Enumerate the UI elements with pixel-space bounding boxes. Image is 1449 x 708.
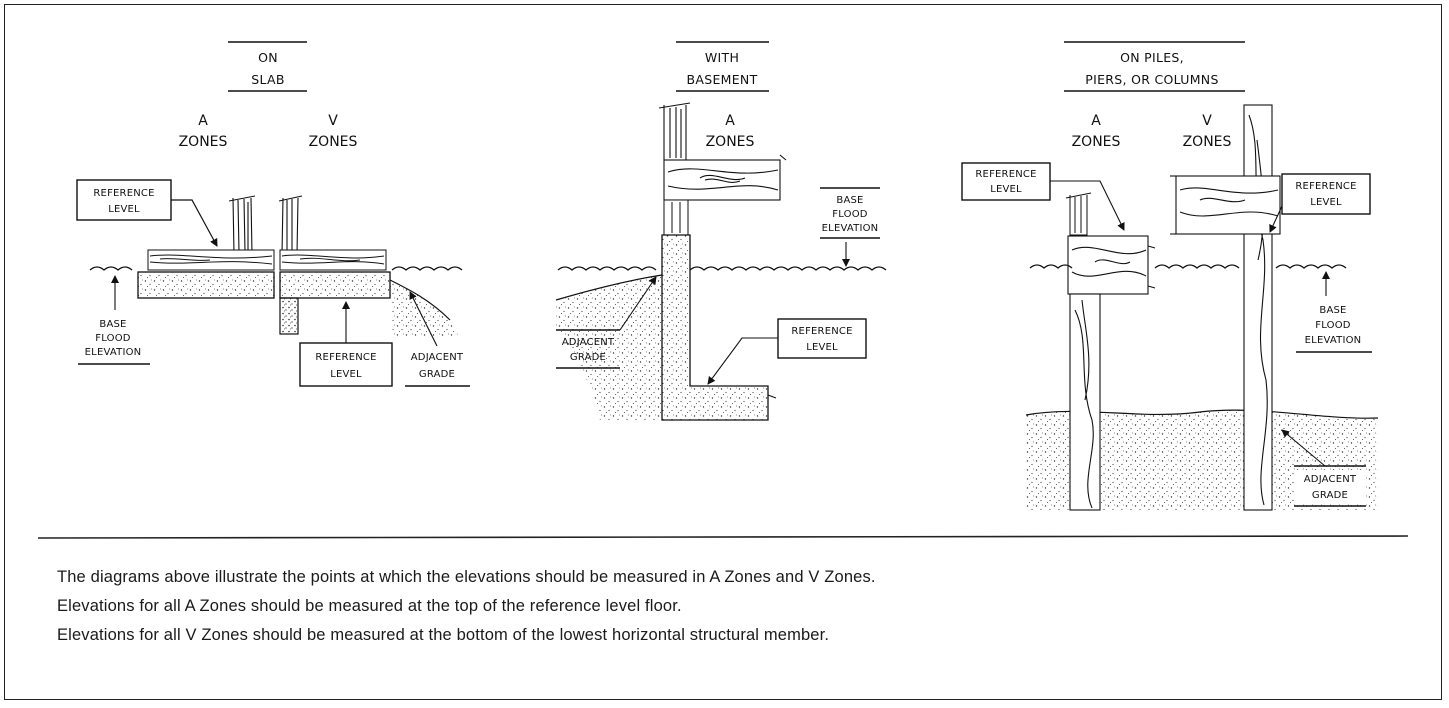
piles-v-zone-label: ZONES bbox=[1183, 134, 1232, 150]
slab-v-zone-label: ZONES bbox=[309, 134, 358, 150]
basement-adjacent-grade-line2: GRADE bbox=[570, 352, 606, 363]
piles-a-zone-letter: A bbox=[1091, 113, 1101, 129]
slab-adjacent-grade-line2: GRADE bbox=[419, 369, 455, 380]
slab-bfe-line2: FLOOD bbox=[95, 333, 131, 344]
slab-a-zone-label: ZONES bbox=[179, 134, 228, 150]
piles-ref-level-left-line1: REFERENCE bbox=[975, 169, 1036, 180]
panel-on-slab: ON SLAB A ZONES V ZONES REFERENCE LEVEL bbox=[76, 41, 470, 387]
piles-bfe-line3: ELEVATION bbox=[1305, 335, 1362, 346]
slab-bfe-line3: ELEVATION bbox=[85, 347, 142, 358]
slab-adjacent-grade-line1: ADJACENT bbox=[411, 352, 464, 363]
piles-ref-level-right-line2: LEVEL bbox=[1310, 197, 1342, 208]
slab-ref-level-top-line1: REFERENCE bbox=[93, 188, 154, 199]
piles-title-line2: PIERS, OR COLUMNS bbox=[1085, 72, 1218, 87]
piles-adjacent-grade-line1: ADJACENT bbox=[1304, 474, 1357, 485]
basement-bfe-line3: ELEVATION bbox=[822, 223, 879, 234]
slab-ref-level-top-line2: LEVEL bbox=[108, 204, 140, 215]
slab-ref-level-bottom-line1: REFERENCE bbox=[315, 352, 376, 363]
slab-title-line2: SLAB bbox=[251, 72, 285, 87]
basement-a-zone-letter: A bbox=[725, 113, 735, 129]
piles-v-zone-letter: V bbox=[1202, 113, 1212, 129]
caption-line-2: Elevations for all A Zones should be mea… bbox=[57, 597, 682, 615]
caption-divider bbox=[37, 535, 1409, 539]
basement-bfe-line1: BASE bbox=[836, 195, 863, 206]
slab-v-zone-letter: V bbox=[328, 113, 338, 129]
piles-ref-level-left-line2: LEVEL bbox=[990, 184, 1022, 195]
basement-title-line1: WITH bbox=[705, 50, 739, 65]
slab-ref-level-bottom-line2: LEVEL bbox=[330, 369, 362, 380]
caption: The diagrams above illustrate the points… bbox=[57, 563, 1397, 650]
figure-frame bbox=[4, 4, 1442, 700]
slab-title-line1: ON bbox=[258, 50, 278, 65]
piles-bfe-line1: BASE bbox=[1319, 305, 1346, 316]
piles-bfe-line2: FLOOD bbox=[1315, 320, 1351, 331]
basement-a-zone-label: ZONES bbox=[706, 134, 755, 150]
slab-a-zone-letter: A bbox=[198, 113, 208, 129]
basement-title-line2: BASEMENT bbox=[686, 72, 757, 87]
caption-line-1: The diagrams above illustrate the points… bbox=[57, 568, 876, 586]
slab-bfe-line1: BASE bbox=[99, 319, 126, 330]
piles-a-zone-label: ZONES bbox=[1072, 134, 1121, 150]
basement-ref-level-line2: LEVEL bbox=[806, 342, 838, 353]
piles-ref-level-right-line1: REFERENCE bbox=[1295, 181, 1356, 192]
caption-line-3: Elevations for all V Zones should be mea… bbox=[57, 626, 830, 644]
panel-with-basement: WITH BASEMENT A ZONES bbox=[555, 41, 887, 421]
basement-ref-level-line1: REFERENCE bbox=[791, 326, 852, 337]
basement-adjacent-grade-line1: ADJACENT bbox=[562, 337, 615, 348]
panel-on-piles: ON PILES, PIERS, OR COLUMNS A ZONES V ZO… bbox=[961, 41, 1379, 511]
basement-bfe-line2: FLOOD bbox=[832, 209, 868, 220]
piles-title-line1: ON PILES, bbox=[1120, 50, 1184, 65]
piles-adjacent-grade-line2: GRADE bbox=[1312, 490, 1348, 501]
